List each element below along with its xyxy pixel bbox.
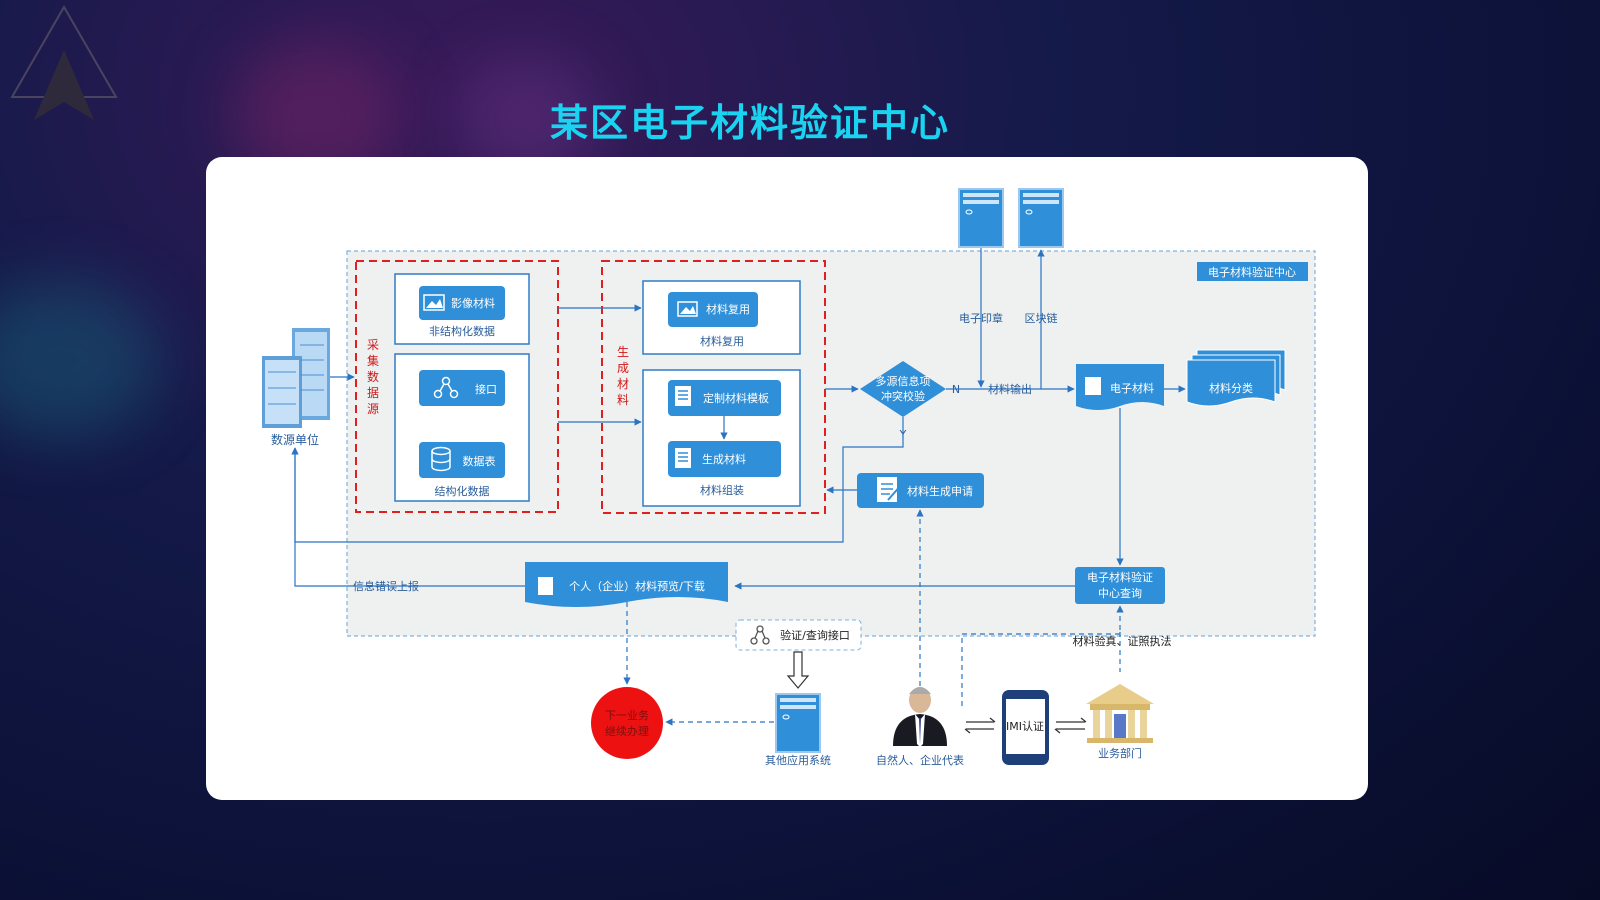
center-label: 电子材料验证中心 [1208, 265, 1296, 279]
image-icon [423, 294, 445, 311]
dashed-connectors [623, 509, 1124, 726]
data-source-label: 数源单位 [271, 432, 319, 447]
material-reuse-node-label: 材料复用 [706, 302, 750, 316]
custom-template-node[interactable] [668, 380, 781, 416]
down-arrow-icon [786, 651, 810, 689]
imi-label: IMI认证 [1006, 720, 1044, 733]
share-icon [750, 625, 770, 645]
document-edit-icon [877, 477, 903, 502]
svg-text:采: 采 [367, 338, 379, 352]
svg-text:生: 生 [617, 345, 629, 359]
diagram-panel: 电子材料验证中心 数源单位 采集数据源 影像材料 非结构化数据 接口 [206, 157, 1368, 800]
material-assembly-label: 材料组装 [700, 483, 744, 497]
svg-text:数: 数 [367, 369, 379, 384]
svg-text:料: 料 [617, 393, 629, 407]
verify-enforce-label: 材料验真、证照执法 [1073, 634, 1172, 648]
e-seal-server-icon [958, 188, 1004, 248]
e-material-node[interactable] [1076, 364, 1164, 410]
data-table-node[interactable] [419, 442, 505, 478]
preview-download-node[interactable] [525, 562, 728, 607]
conflict-check-node[interactable] [860, 361, 946, 417]
custom-template-label: 定制材料模板 [703, 391, 769, 405]
center-label-box [1197, 262, 1308, 281]
document-icon [1085, 377, 1101, 395]
phone-icon [1002, 690, 1049, 765]
building-icon [262, 328, 330, 428]
material-classify-node[interactable] [1186, 349, 1286, 407]
generate-material-node[interactable] [668, 441, 781, 477]
conflict-check-label-2: 冲突校验 [881, 389, 925, 403]
svg-text:材: 材 [617, 377, 629, 391]
material-classify-label: 材料分类 [1209, 381, 1253, 395]
blockchain-server-icon [1018, 188, 1064, 248]
next-step-label-2: 继续办理 [605, 724, 649, 738]
page-title: 某区电子材料验证中心 [549, 101, 950, 145]
verify-api-node[interactable] [735, 619, 862, 651]
department-label: 业务部门 [1098, 746, 1142, 760]
svg-text:据: 据 [367, 386, 379, 400]
svg-text:成: 成 [617, 361, 629, 375]
svg-text:源: 源 [367, 402, 379, 416]
data-table-label: 数据表 [463, 454, 496, 468]
other-systems-server-icon [775, 693, 821, 753]
image-icon [677, 301, 698, 317]
document-icon [674, 385, 692, 407]
center-query-node[interactable] [1075, 567, 1165, 604]
generate-group-box [601, 260, 826, 514]
material-reuse-node[interactable] [668, 292, 758, 327]
document-icon [674, 447, 692, 469]
other-systems-label: 其他应用系统 [765, 753, 831, 767]
center-query-label-1: 电子材料验证 [1087, 570, 1153, 584]
collect-group-box [355, 260, 559, 513]
material-reuse-caption: 材料复用 [700, 334, 744, 348]
e-material-label: 电子材料 [1110, 381, 1154, 395]
conflict-check-label-1: 多源信息项 [876, 374, 931, 388]
document-icon [538, 577, 553, 595]
connector-lines [291, 304, 1186, 590]
verify-api-label: 验证/查询接口 [780, 628, 850, 642]
database-icon [431, 446, 451, 472]
structured-label: 结构化数据 [435, 484, 490, 498]
generate-group-label: 生成材料 [617, 345, 629, 407]
unstructured-label: 非结构化数据 [429, 324, 495, 338]
image-material-label: 影像材料 [451, 296, 495, 310]
bank-building-icon [1086, 684, 1154, 743]
person-icon [893, 687, 947, 747]
logo-icon [10, 5, 118, 120]
generate-request-label: 材料生成申请 [907, 484, 973, 498]
next-step-label-1: 下一业务 [605, 709, 649, 722]
preview-download-label: 个人（企业）材料预览/下载 [569, 579, 705, 593]
interface-label: 接口 [475, 383, 497, 396]
svg-text:集: 集 [367, 353, 379, 368]
next-step-node[interactable] [591, 687, 663, 759]
generate-material-label: 生成材料 [702, 452, 746, 466]
person-label: 自然人、企业代表 [876, 753, 964, 767]
share-icon [433, 376, 459, 399]
background-glow-left [0, 280, 160, 440]
exchange-arrows-icon [964, 717, 1087, 734]
center-query-label-2: 中心查询 [1098, 586, 1142, 600]
